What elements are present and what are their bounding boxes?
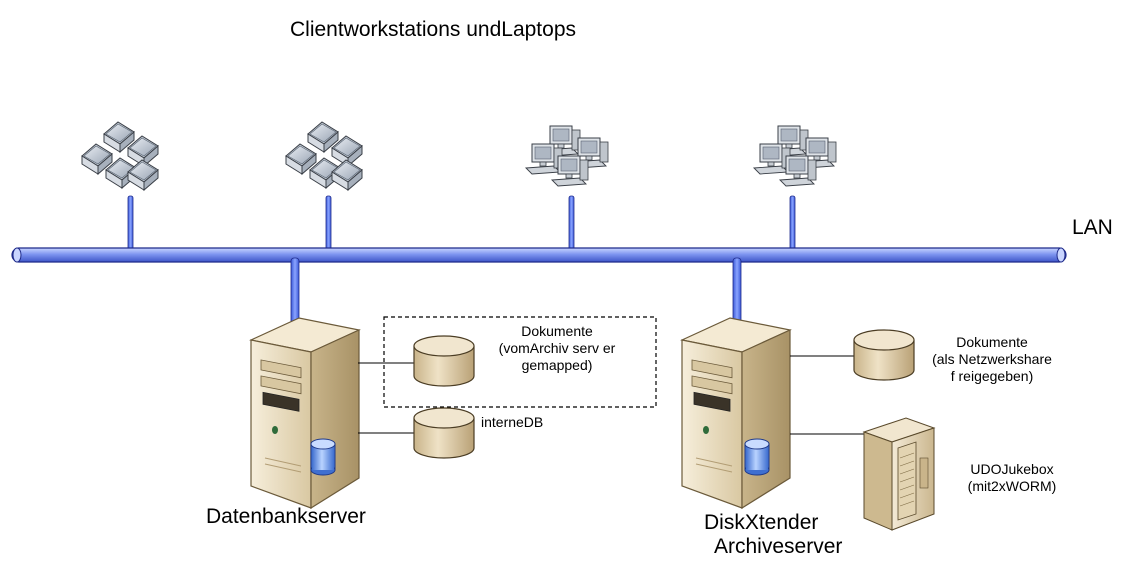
archive-server-icon [681, 317, 791, 509]
jukebox-icon [862, 417, 936, 531]
lan-bus [11, 247, 1067, 263]
database-icon [310, 438, 336, 476]
laptop-group-icon [286, 122, 362, 190]
diagram-title: Clientworkstations undLaptops [290, 18, 576, 41]
archive-server-label-line2: Archiveserver [714, 535, 843, 558]
internal-db-disk-icon [413, 407, 475, 459]
archive-server-label-line1: DiskXtender [704, 511, 819, 534]
internal-db-label: interneDB [481, 414, 544, 430]
database-server-label: Datenbankserver [206, 505, 366, 528]
archive-database-icon [744, 438, 770, 476]
jukebox-label: UDOJukebox (mit2xWORM) [967, 461, 1057, 494]
network-share-disk-icon [853, 329, 915, 381]
db-disk-connectors [358, 362, 414, 434]
mapped-documents-box [383, 316, 657, 408]
documents-label: Dokumente (vomArchiv serv er gemapped) [498, 323, 616, 373]
lan-label: LAN [1072, 216, 1113, 239]
documents-disk-icon [413, 335, 475, 387]
laptop-group-icon [82, 122, 158, 190]
database-server-icon [250, 317, 360, 509]
network-share-label: Dokumente (als Netzwerkshare f reigegebe… [932, 334, 1052, 384]
workstation-group-icon [754, 126, 836, 186]
workstation-group-icon [526, 126, 608, 186]
archive-connectors [790, 355, 866, 435]
client-connections [127, 195, 796, 255]
